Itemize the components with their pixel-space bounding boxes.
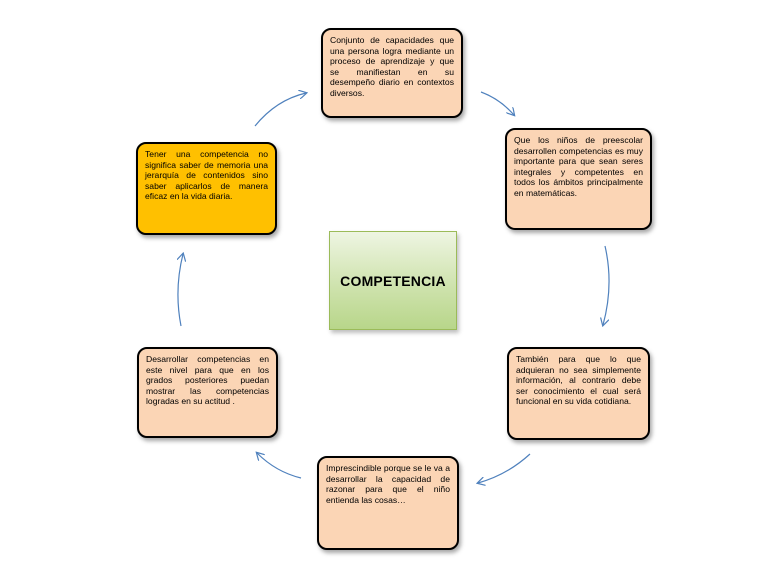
node-top-text: Conjunto de capacidades que una persona …	[330, 35, 454, 98]
node-top: Conjunto de capacidades que una persona …	[321, 28, 463, 118]
arrow-bottom-to-left-lower	[257, 453, 302, 479]
arrow-right-upper-to-right-lower	[603, 245, 610, 325]
node-right-upper: Que los niños de preescolar desarrollen …	[505, 128, 652, 230]
node-left-upper-text: Tener una competencia no significa saber…	[145, 149, 268, 202]
node-left-upper: Tener una competencia no significa saber…	[136, 142, 277, 235]
node-left-lower-text: Desarrollar competencias en este nivel p…	[146, 354, 269, 407]
node-right-upper-text: Que los niños de preescolar desarrollen …	[514, 135, 643, 198]
center-concept-box: COMPETENCIA	[329, 231, 457, 330]
center-concept-label: COMPETENCIA	[340, 272, 446, 289]
node-right-lower-text: También para que lo que adquieran no sea…	[516, 354, 641, 407]
node-left-lower: Desarrollar competencias en este nivel p…	[137, 347, 278, 438]
arrow-right-lower-to-bottom	[478, 453, 531, 483]
arrow-left-upper-to-top	[254, 93, 306, 127]
node-bottom-text: Imprescindible porque se le va a desarro…	[326, 463, 450, 505]
node-bottom: Imprescindible porque se le va a desarro…	[317, 456, 459, 550]
node-right-lower: También para que lo que adquieran no sea…	[507, 347, 650, 440]
arrow-top-to-right-upper	[480, 91, 514, 115]
arrow-left-lower-to-left-upper	[178, 254, 183, 327]
